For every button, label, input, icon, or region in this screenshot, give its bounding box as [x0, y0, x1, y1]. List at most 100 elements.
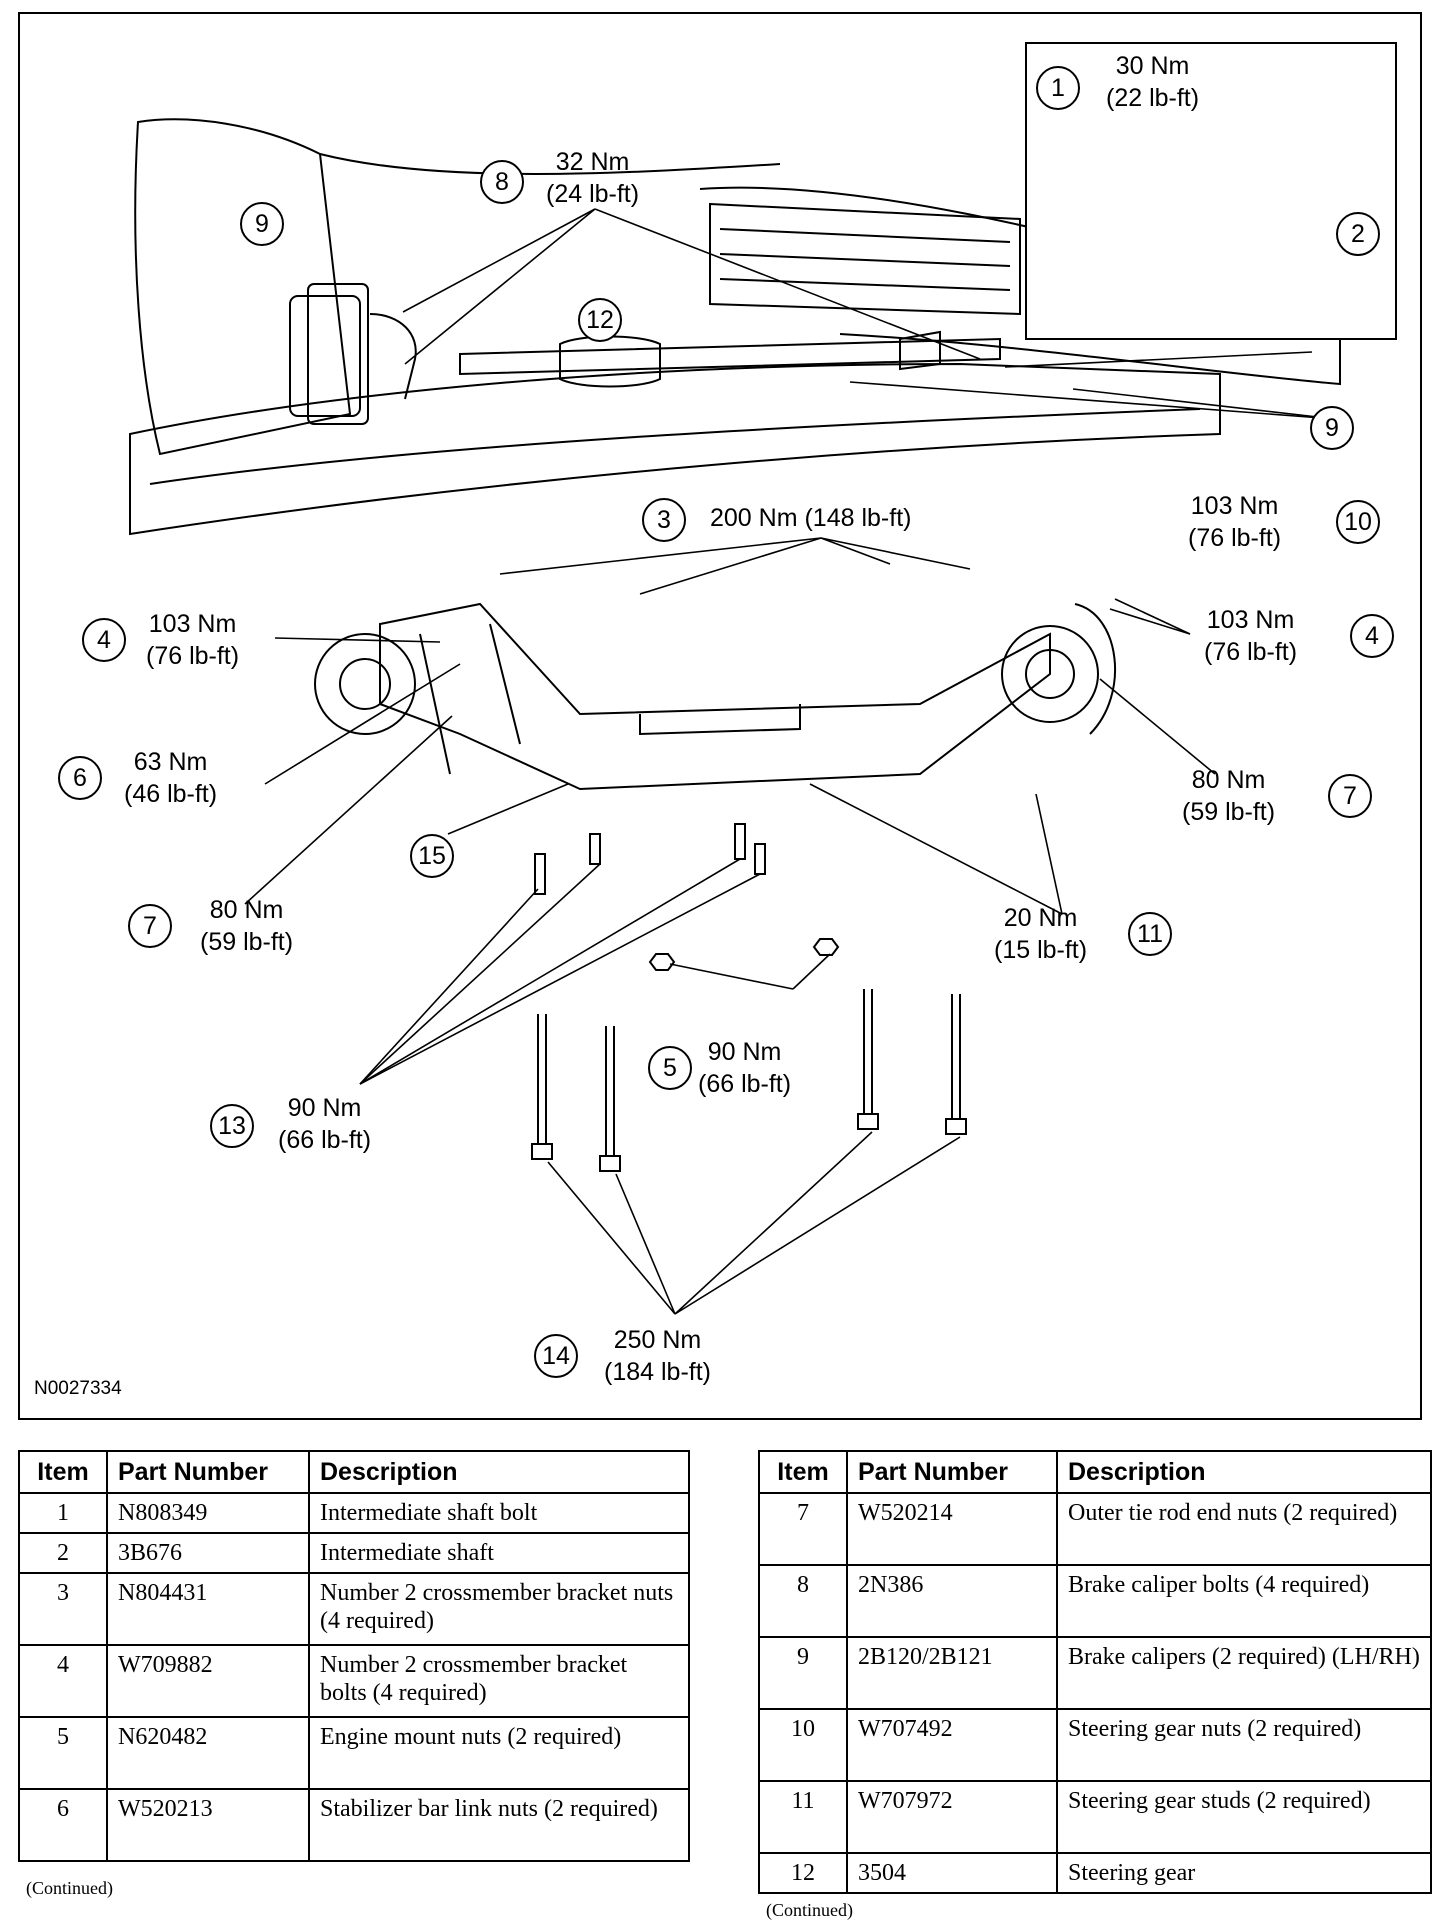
cell-part-number: 2N386: [846, 1564, 1058, 1638]
callout-4-right: 4: [1350, 614, 1394, 658]
torque-nm: 200 Nm (148 lb-ft): [710, 504, 912, 532]
torque-nm: 250 Nm: [613, 1326, 702, 1354]
callout-9-left: 9: [240, 202, 284, 246]
torque-item-4-right: 103 Nm (76 lb-ft): [1204, 604, 1297, 668]
callout-11: 11: [1128, 912, 1172, 956]
cell-item: 4: [18, 1644, 108, 1718]
torque-lbft: (59 lb-ft): [200, 928, 294, 956]
table-row: 2 3B676 Intermediate shaft: [18, 1532, 690, 1574]
torque-nm: 63 Nm: [133, 748, 208, 776]
parts-table-right: Item Part Number Description 7 W520214 O…: [758, 1450, 1432, 1894]
table-row: 4 W709882 Number 2 crossmember bracket b…: [18, 1644, 690, 1718]
wheel-well-outline: [134, 118, 352, 456]
table-row: 7 W520214 Outer tie rod end nuts (2 requ…: [758, 1492, 1432, 1566]
torque-nm: 32 Nm: [555, 148, 630, 176]
cell-part-number: 3B676: [106, 1532, 310, 1574]
torque-item-8: 32 Nm (24 lb-ft): [546, 146, 639, 210]
torque-item-1: 30 Nm (22 lb-ft): [1106, 50, 1199, 114]
torque-nm: 30 Nm: [1115, 52, 1190, 80]
torque-nm: 20 Nm: [1003, 904, 1078, 932]
callout-2: 2: [1336, 212, 1380, 256]
torque-lbft: (46 lb-ft): [124, 780, 218, 808]
callout-3: 3: [642, 498, 686, 542]
column-header-description: Description: [308, 1450, 690, 1494]
table-row: 8 2N386 Brake caliper bolts (4 required): [758, 1564, 1432, 1638]
cell-description: Outer tie rod end nuts (2 required): [1056, 1492, 1432, 1566]
body-panel-edge: [319, 153, 781, 175]
column-header-description: Description: [1056, 1450, 1432, 1494]
table-row: 1 N808349 Intermediate shaft bolt: [18, 1492, 690, 1534]
callout-14: 14: [534, 1334, 578, 1378]
cell-description: Engine mount nuts (2 required): [308, 1716, 690, 1790]
upper-frame: [129, 362, 1221, 536]
cell-part-number: W520214: [846, 1492, 1058, 1566]
callout-7-right: 7: [1328, 774, 1372, 818]
cell-description: Stabilizer bar link nuts (2 required): [308, 1788, 690, 1862]
torque-lbft: (76 lb-ft): [1188, 524, 1282, 552]
cell-item: 7: [758, 1492, 848, 1566]
torque-nm: 90 Nm: [287, 1094, 362, 1122]
column-header-part-number: Part Number: [106, 1450, 310, 1494]
left-hub: [314, 633, 416, 735]
callout-13: 13: [210, 1104, 254, 1148]
torque-lbft: (15 lb-ft): [994, 936, 1088, 964]
torque-nm: 90 Nm: [707, 1038, 782, 1066]
cell-description: Number 2 crossmember bracket bolts (4 re…: [308, 1644, 690, 1718]
torque-lbft: (22 lb-ft): [1106, 84, 1200, 112]
cell-description: Steering gear studs (2 required): [1056, 1780, 1432, 1854]
torque-item-3: 200 Nm (148 lb-ft): [710, 502, 911, 534]
cell-part-number: N808349: [106, 1492, 310, 1534]
table-row: 12 3504 Steering gear: [758, 1852, 1432, 1894]
column-header-item: Item: [758, 1450, 848, 1494]
callout-12: 12: [578, 298, 622, 342]
table-row: 11 W707972 Steering gear studs (2 requir…: [758, 1780, 1432, 1854]
continued-note-right: (Continued): [766, 1900, 853, 1920]
callout-6: 6: [58, 756, 102, 800]
table-row: 6 W520213 Stabilizer bar link nuts (2 re…: [18, 1788, 690, 1862]
cell-item: 11: [758, 1780, 848, 1854]
torque-item-11: 20 Nm (15 lb-ft): [994, 902, 1087, 966]
torque-item-6: 63 Nm (46 lb-ft): [124, 746, 217, 810]
callout-5: 5: [648, 1046, 692, 1090]
cell-description: Number 2 crossmember bracket nuts (4 req…: [308, 1572, 690, 1646]
right-hub: [1001, 625, 1099, 723]
continued-note-left: (Continued): [26, 1878, 113, 1898]
torque-lbft: (59 lb-ft): [1182, 798, 1276, 826]
cell-part-number: 3504: [846, 1852, 1058, 1894]
column-header-part-number: Part Number: [846, 1450, 1058, 1494]
crossmember-drawing: [379, 602, 1051, 791]
cell-part-number: W520213: [106, 1788, 310, 1862]
torque-nm: 103 Nm: [1206, 606, 1295, 634]
exploded-diagram: 1 2 3 4 4 5 6 7 7 8 9 9 10 11 12 13 14 1…: [18, 12, 1422, 1420]
cell-item: 5: [18, 1716, 108, 1790]
cell-item: 2: [18, 1532, 108, 1574]
torque-lbft: (66 lb-ft): [698, 1070, 792, 1098]
cell-part-number: 2B120/2B121: [846, 1636, 1058, 1710]
callout-10: 10: [1336, 500, 1380, 544]
torque-item-10: 103 Nm (76 lb-ft): [1188, 490, 1281, 554]
torque-lbft: (66 lb-ft): [278, 1126, 372, 1154]
table-row: 3 N804431 Number 2 crossmember bracket n…: [18, 1572, 690, 1646]
torque-item-7-left: 80 Nm (59 lb-ft): [200, 894, 293, 958]
long-bolts: [531, 989, 967, 1172]
table-header-row: Item Part Number Description: [758, 1450, 1432, 1494]
cell-item: 3: [18, 1572, 108, 1646]
cell-description: Intermediate shaft bolt: [308, 1492, 690, 1534]
table-row: 5 N620482 Engine mount nuts (2 required): [18, 1716, 690, 1790]
column-header-item: Item: [18, 1450, 108, 1494]
cell-description: Steering gear nuts (2 required): [1056, 1708, 1432, 1782]
callout-4-left: 4: [82, 618, 126, 662]
table-header-row: Item Part Number Description: [18, 1450, 690, 1494]
callout-9-right: 9: [1310, 406, 1354, 450]
torque-nm: 103 Nm: [148, 610, 237, 638]
cell-description: Steering gear: [1056, 1852, 1432, 1894]
torque-nm: 80 Nm: [209, 896, 284, 924]
cell-item: 6: [18, 1788, 108, 1862]
torque-nm: 103 Nm: [1190, 492, 1279, 520]
intermediate-shaft-inset: [1025, 42, 1397, 340]
callout-1: 1: [1036, 66, 1080, 110]
table-row: 10 W707492 Steering gear nuts (2 require…: [758, 1708, 1432, 1782]
torque-item-7-right: 80 Nm (59 lb-ft): [1182, 764, 1275, 828]
cell-description: Brake caliper bolts (4 required): [1056, 1564, 1432, 1638]
figure-id: N0027334: [34, 1378, 122, 1399]
